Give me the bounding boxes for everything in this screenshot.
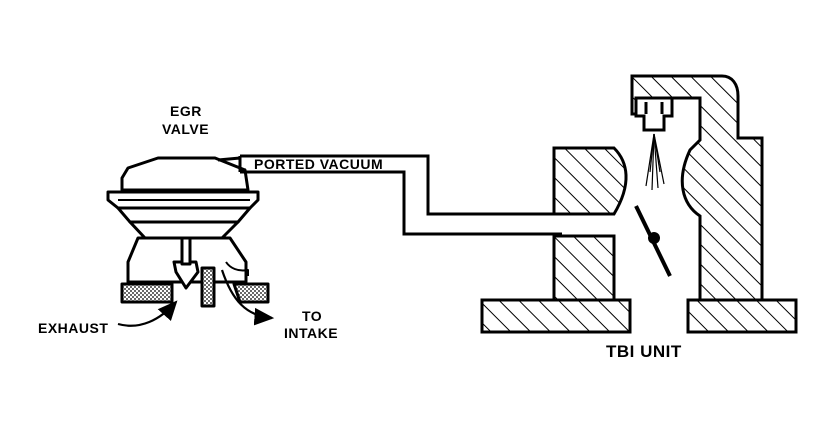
throttle-plate (634, 205, 672, 277)
to-intake-label-line2: INTAKE (284, 325, 338, 341)
egr-valve-label-line2: VALVE (162, 121, 209, 137)
to-intake-label-line1: TO (302, 308, 322, 324)
flow-arrows (117, 269, 275, 327)
tbi-unit-label: TBI UNIT (606, 342, 682, 361)
ported-vacuum-hose (238, 154, 562, 236)
egr-valve (106, 156, 270, 308)
exhaust-label: EXHAUST (38, 320, 108, 336)
egr-valve-label-line1: EGR (170, 103, 202, 119)
fuel-spray (645, 133, 665, 191)
tbi-unit (480, 74, 798, 334)
ported-vacuum-label: PORTED VACUUM (254, 156, 383, 172)
